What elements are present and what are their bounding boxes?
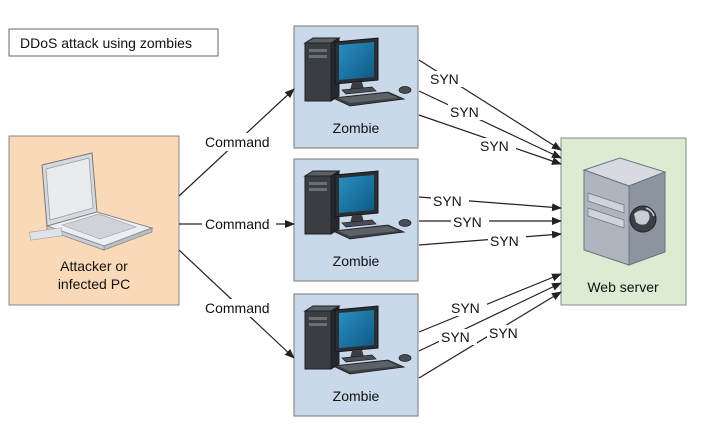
laptop-icon: [29, 152, 154, 251]
syn-label: SYN: [453, 214, 482, 230]
zombie-label: Zombie: [333, 120, 380, 136]
syn-label: SYN: [430, 71, 459, 87]
desktop-computer-icon: [303, 305, 412, 375]
diagram-title-text: DDoS attack using zombies: [20, 35, 192, 51]
syn-label: SYN: [489, 325, 518, 341]
server-icon: [582, 157, 667, 266]
zombie-node-3: Zombie: [293, 293, 419, 417]
attacker-label-line2: infected PC: [58, 276, 130, 292]
syn-arrow-7: [418, 273, 562, 333]
syn-label: SYN: [433, 193, 462, 209]
edge-labels: CommandCommandCommandSYNSYNSYNSYNSYNSYNS…: [202, 71, 526, 345]
syn-label: SYN: [490, 233, 519, 249]
syn-arrow-2: [418, 90, 562, 159]
command-label: Command: [205, 134, 270, 150]
zombie-label: Zombie: [333, 388, 380, 404]
web-server-node: Web server: [560, 137, 687, 306]
syn-label: SYN: [451, 300, 480, 316]
syn-label: SYN: [480, 138, 509, 154]
command-label: Command: [205, 216, 270, 232]
web-server-label: Web server: [587, 279, 659, 295]
attacker-node: Attacker or infected PC: [8, 135, 180, 306]
desktop-computer-icon: [303, 170, 412, 240]
zombie-node-1: Zombie: [293, 25, 419, 149]
attacker-label-line1: Attacker or: [60, 258, 128, 274]
syn-label: SYN: [450, 104, 479, 120]
zombie-label: Zombie: [333, 253, 380, 269]
desktop-computer-icon: [303, 37, 412, 107]
syn-label: SYN: [441, 329, 470, 345]
command-label: Command: [205, 300, 270, 316]
diagram-title: DDoS attack using zombies: [8, 28, 219, 57]
zombie-node-2: Zombie: [293, 158, 419, 282]
